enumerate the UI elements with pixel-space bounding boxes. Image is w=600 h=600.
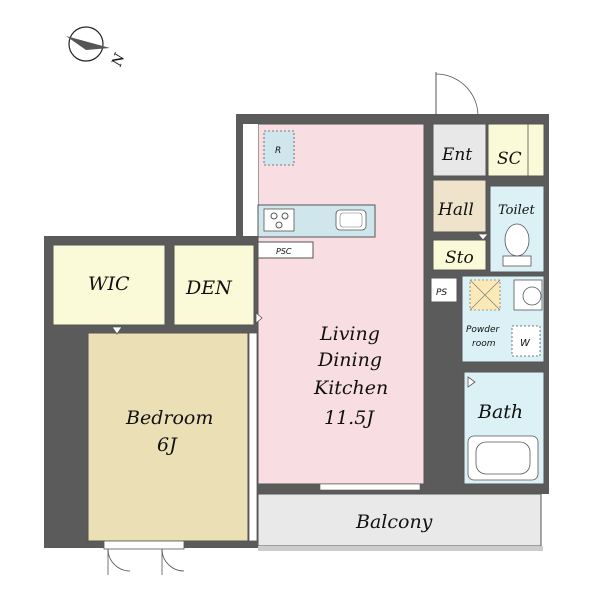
washbasin-icon: [469, 279, 543, 311]
washer-label: W: [520, 338, 531, 349]
storage: [432, 239, 487, 271]
den-label: DEN: [185, 277, 233, 299]
bathtub-icon: [467, 435, 539, 481]
wic-label: WIC: [88, 273, 130, 295]
shoe-closet-label: SC: [497, 149, 522, 169]
balcony-label: Balcony: [355, 511, 433, 533]
compass-arrow-icon: [66, 26, 110, 62]
balcony: [257, 493, 542, 547]
fridge-label: R: [275, 146, 281, 156]
washer-space: [511, 325, 541, 357]
room-ldk: [258, 124, 424, 484]
storage-label: Sto: [445, 248, 474, 268]
kitchen-counter: [257, 204, 376, 238]
toilet-fixture-icon: [502, 223, 532, 267]
fridge-space: [263, 130, 295, 166]
entrance-door: [435, 72, 479, 117]
bedroom-label: Bedroom: [125, 407, 213, 429]
powder-room-label-1: Powder: [466, 325, 501, 335]
bath-label: Bath: [477, 401, 523, 423]
ldk-label-size: 11.5J: [324, 407, 375, 429]
ldk-label-kitchen: Kitchen: [313, 377, 388, 399]
hall-label: Hall: [437, 200, 474, 220]
ldk-label-dining: Dining: [317, 349, 382, 371]
compass-north-label: N: [109, 51, 129, 70]
pipe-shaft-kitchen-label: PSC: [276, 247, 292, 256]
room-wic: [52, 244, 166, 326]
bedroom-size: 6J: [157, 434, 178, 456]
pipe-space-label: PS: [436, 288, 447, 298]
pipe-shaft-kitchen: [257, 241, 314, 259]
powder-room-label-2: room: [472, 339, 496, 349]
entrance-label: Ent: [441, 145, 472, 165]
hall: [432, 179, 487, 233]
shoe-closet: [487, 123, 545, 177]
entrance: [432, 123, 487, 177]
ldk-label-living: Living: [319, 323, 380, 345]
toilet-label: Toilet: [498, 203, 535, 218]
pipe-space: [430, 277, 458, 303]
room-den: [173, 244, 255, 326]
bedroom-window-doors: [103, 540, 185, 575]
